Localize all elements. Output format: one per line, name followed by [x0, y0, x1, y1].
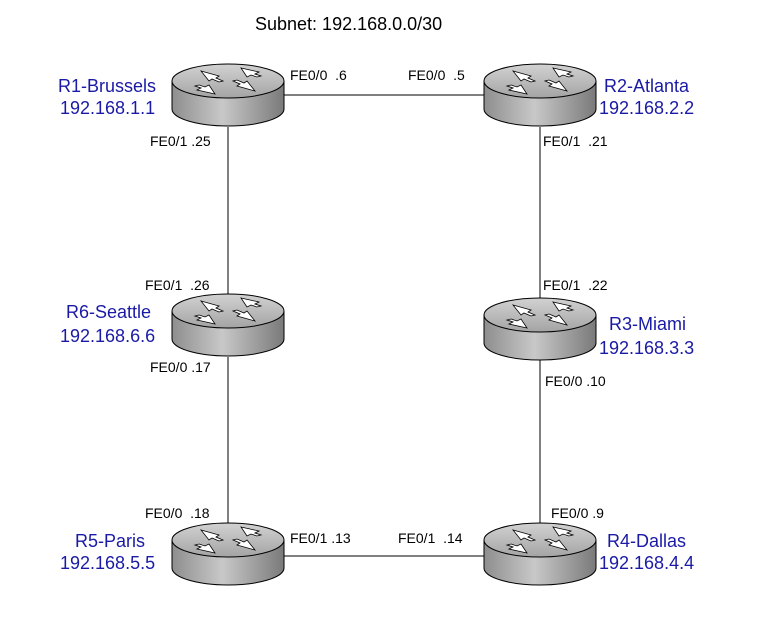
iface-label-r3-fe00: FE0/0 .10 [545, 373, 606, 389]
router-r5: R5-Paris 192.168.5.5 [60, 522, 285, 586]
iface-label-r4-fe01: FE0/1 .14 [398, 530, 463, 546]
router-address: 192.168.1.1 [60, 98, 155, 118]
iface-label-r2-fe01: FE0/1 .21 [543, 133, 608, 149]
router-name: R2-Atlanta [604, 76, 690, 96]
router-address: 192.168.6.6 [60, 326, 155, 346]
router-r3: R3-Miami 192.168.3.3 [483, 297, 694, 361]
iface-label-r6-fe00: FE0/0 .17 [150, 359, 211, 375]
interface-labels: FE0/0 .6 FE0/0 .5 FE0/1 .21 FE0/1 .22 FE… [145, 67, 608, 546]
router-address: 192.168.2.2 [599, 98, 694, 118]
router-name: R6-Seattle [66, 302, 151, 322]
router-name: R4-Dallas [607, 531, 686, 551]
subnet-label: Subnet: 192.168.0.0/30 [255, 14, 442, 34]
router-icon [483, 522, 597, 586]
iface-label-r4-fe00: FE0/0 .9 [551, 505, 604, 521]
router-icon [171, 293, 285, 357]
router-icon [171, 63, 285, 127]
router-r1: R1-Brussels 192.168.1.1 [58, 63, 285, 127]
router-r4: R4-Dallas 192.168.4.4 [483, 522, 694, 586]
router-icon [483, 63, 597, 127]
router-r6: R6-Seattle 192.168.6.6 [60, 293, 285, 357]
iface-label-r1-fe01: FE0/1 .25 [150, 133, 211, 149]
iface-label-r5-fe00: FE0/0 .18 [145, 505, 210, 521]
iface-label-r3-fe01: FE0/1 .22 [543, 277, 608, 293]
router-icon [483, 297, 597, 361]
router-name: R1-Brussels [58, 76, 156, 96]
router-address: 192.168.4.4 [599, 553, 694, 573]
iface-label-r1-fe00: FE0/0 .6 [290, 67, 347, 83]
router-address: 192.168.5.5 [60, 553, 155, 573]
router-r2: R2-Atlanta 192.168.2.2 [483, 63, 694, 127]
router-icon [171, 522, 285, 586]
iface-label-r6-fe01: FE0/1 .26 [145, 277, 210, 293]
links [227, 94, 541, 557]
router-name: R3-Miami [609, 314, 686, 334]
iface-label-r2-fe00: FE0/0 .5 [408, 67, 465, 83]
router-name: R5-Paris [75, 531, 145, 551]
router-address: 192.168.3.3 [599, 338, 694, 358]
iface-label-r5-fe01: FE0/1 .13 [290, 530, 351, 546]
